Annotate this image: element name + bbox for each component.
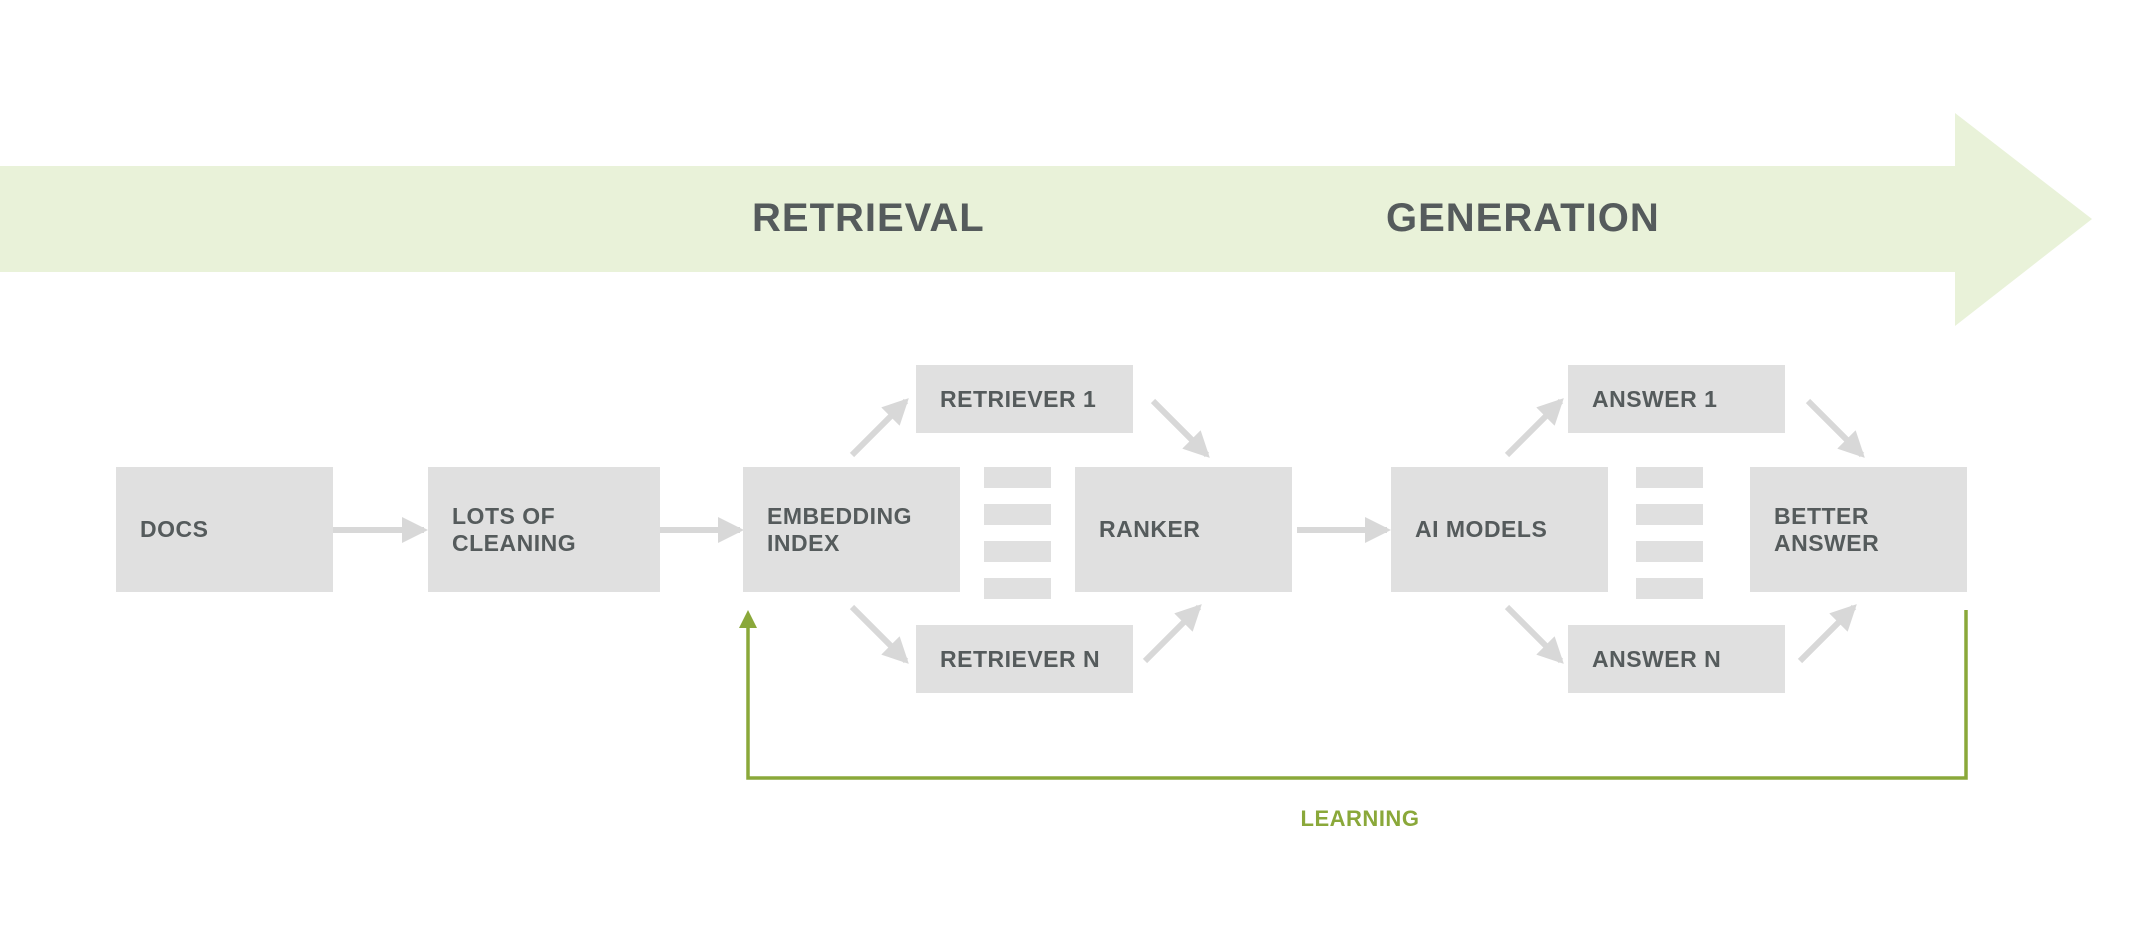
retriever-ellipsis-bar bbox=[984, 578, 1051, 599]
answer-ellipsis-bar bbox=[1636, 504, 1703, 525]
arrow-answer-n-to-better-answer bbox=[1797, 604, 1857, 664]
docs-box: DOCS bbox=[116, 467, 333, 592]
cleaning-box: LOTS OF CLEANING bbox=[428, 467, 660, 592]
arrow-answer-1-to-better-answer bbox=[1805, 398, 1865, 458]
learning-feedback-loop bbox=[739, 610, 1968, 780]
answer-ellipsis-bar bbox=[1636, 541, 1703, 562]
embedding-index-label: EMBEDDING INDEX bbox=[767, 502, 913, 556]
arrow-retriever-1-to-ranker bbox=[1150, 398, 1210, 458]
embedding-index-box: EMBEDDING INDEX bbox=[743, 467, 960, 592]
retriever-ellipsis-bar bbox=[984, 467, 1051, 488]
retriever-ellipsis-bar bbox=[984, 504, 1051, 525]
ranker-label: RANKER bbox=[1099, 516, 1201, 542]
answer-ellipsis-bar bbox=[1636, 578, 1703, 599]
retriever-n-box: RETRIEVER N bbox=[916, 625, 1133, 693]
arrow-retriever-n-to-ranker bbox=[1142, 604, 1202, 664]
retriever-n-label: RETRIEVER N bbox=[940, 645, 1101, 672]
cleaning-label: LOTS OF CLEANING bbox=[452, 502, 577, 556]
docs-label: DOCS bbox=[140, 516, 209, 542]
ai-models-box: AI MODELS bbox=[1391, 467, 1608, 592]
arrow-ai-models-to-answer-1 bbox=[1504, 398, 1564, 458]
ranker-box: RANKER bbox=[1075, 467, 1292, 592]
answer-1-label: ANSWER 1 bbox=[1592, 385, 1718, 412]
generation-stage-label: GENERATION bbox=[1386, 196, 1660, 240]
arrow-ai-models-to-answer-n bbox=[1504, 604, 1564, 664]
answer-ellipsis-bar bbox=[1636, 467, 1703, 488]
answer-1-box: ANSWER 1 bbox=[1568, 365, 1785, 433]
better-answer-label: BETTER ANSWER bbox=[1774, 502, 1880, 556]
pipeline-banner-arrow bbox=[0, 113, 2092, 326]
retriever-ellipsis-bar bbox=[984, 541, 1051, 562]
learning-label: LEARNING bbox=[1300, 806, 1420, 831]
retriever-1-box: RETRIEVER 1 bbox=[916, 365, 1133, 433]
answer-n-box: ANSWER N bbox=[1568, 625, 1785, 693]
ai-models-label: AI MODELS bbox=[1415, 516, 1548, 542]
retriever-1-label: RETRIEVER 1 bbox=[940, 385, 1097, 412]
arrow-embedding-to-retriever-n bbox=[849, 604, 909, 664]
better-answer-box: BETTER ANSWER bbox=[1750, 467, 1967, 592]
answer-n-label: ANSWER N bbox=[1592, 645, 1722, 672]
retrieval-stage-label: RETRIEVAL bbox=[752, 196, 985, 240]
arrow-embedding-to-retriever-1 bbox=[849, 398, 909, 458]
